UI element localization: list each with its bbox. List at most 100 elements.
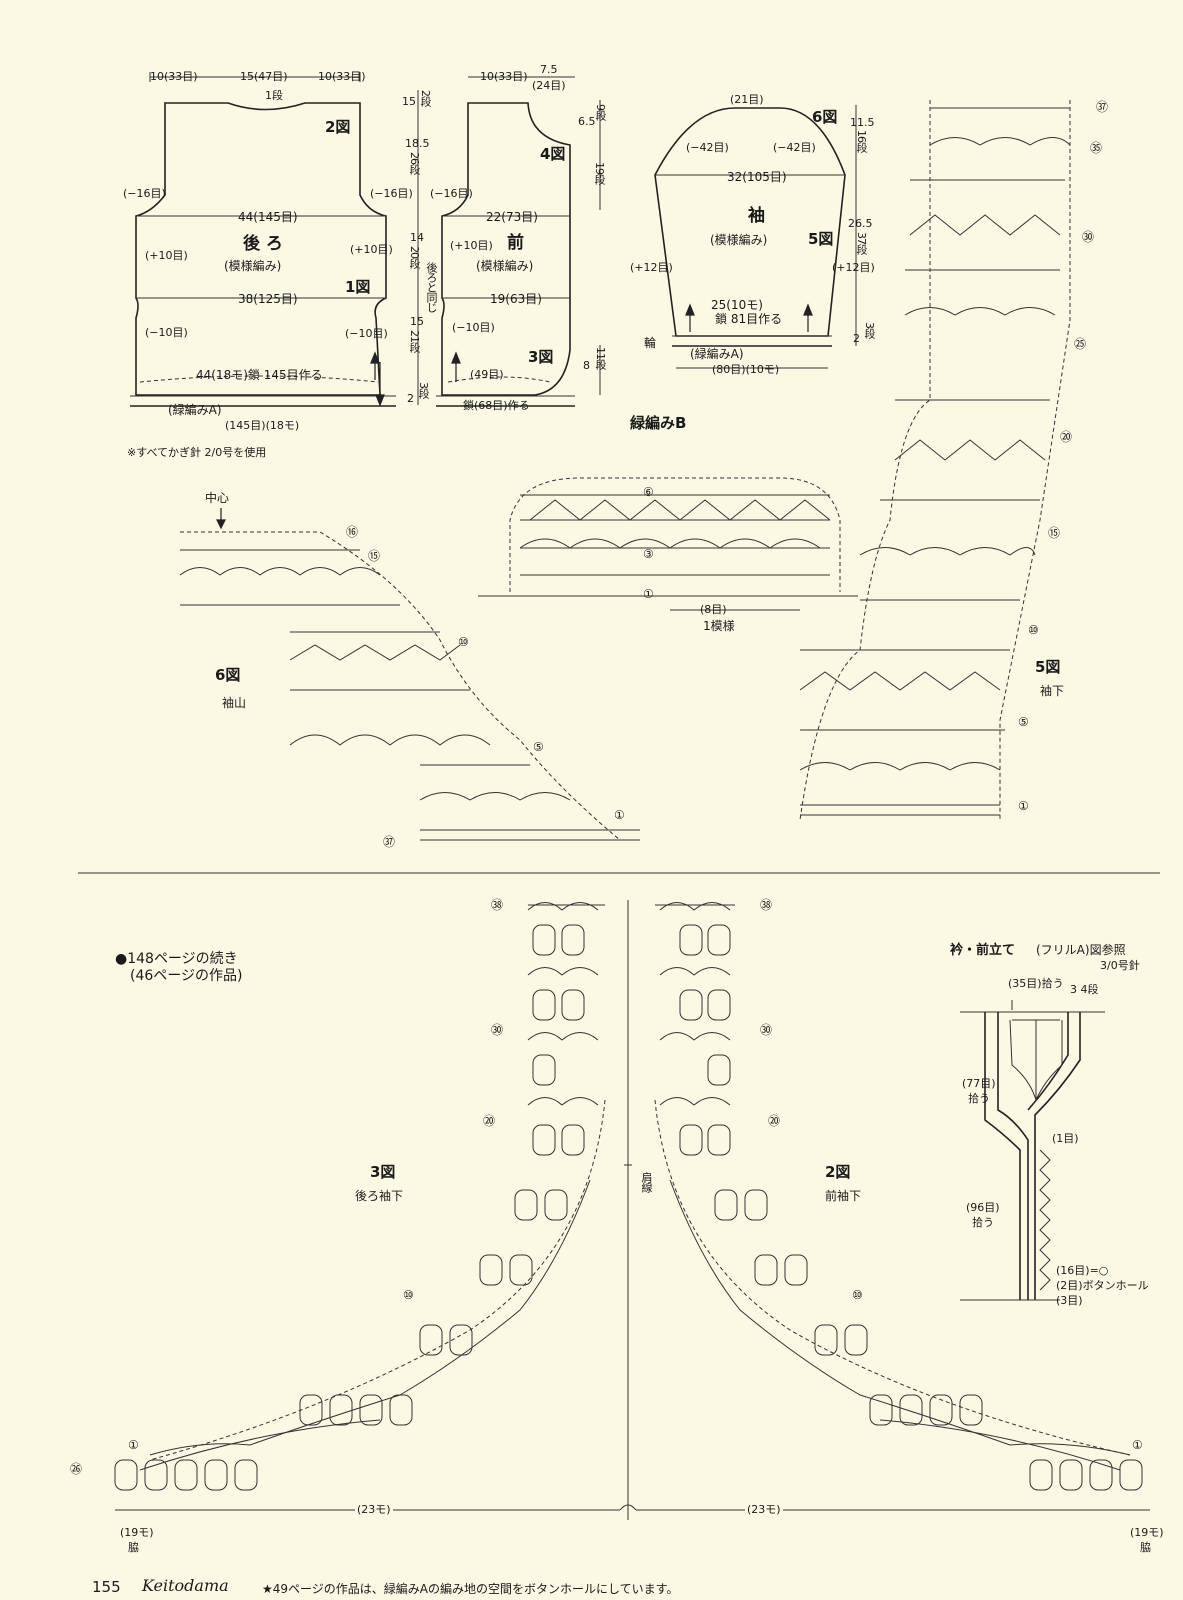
sleeve-v-2-rows: 3段 xyxy=(863,322,876,338)
back-top-width-left: 10(33目) xyxy=(150,70,198,83)
front-dec-left: (−16目) xyxy=(430,187,473,200)
sleeve-v-115: 11.5 xyxy=(850,116,875,129)
left-width-label: (23モ) xyxy=(355,1503,393,1516)
collar-title: 衿・前立て xyxy=(950,943,1016,958)
front-cast-on: 鎖(68目)作る xyxy=(463,399,530,412)
right-side-label: 脇 xyxy=(1140,1541,1151,1554)
sleeve-top: (21目) xyxy=(730,93,764,106)
back-pattern: (模様編み) xyxy=(224,259,282,273)
brand-logo: Keitodama xyxy=(142,1576,229,1595)
front-v-8: 8 xyxy=(583,359,590,372)
border-b-row-3: ③ xyxy=(643,547,654,561)
front-pattern: (模様編み) xyxy=(476,259,534,273)
sleeve-edge: (緑編みA) xyxy=(690,347,744,361)
sleeve-title: 袖 xyxy=(748,206,765,226)
right-caption: 前袖下 xyxy=(825,1189,862,1203)
sleeve-cast-on: 鎖 81目作る xyxy=(715,312,783,326)
border-b-row-6: ⑥ xyxy=(643,485,654,499)
fig6-row-10: ⑩ xyxy=(458,635,469,649)
front-title: 前 xyxy=(507,233,524,253)
v-dim-top-rows: 2段 xyxy=(419,90,432,106)
back-fig-number: 2図 xyxy=(325,118,351,136)
left-side-sts: (19モ) xyxy=(120,1526,154,1539)
collar-pick-77b: 拾う xyxy=(968,1092,990,1105)
right-row-10: ⑩ xyxy=(852,1288,863,1302)
left-row-26: ㉖ xyxy=(70,1462,83,1476)
fig5-row-25: ㉕ xyxy=(1074,337,1087,351)
collar-ref: (フリルA)図参照 xyxy=(1036,943,1126,957)
back-width-1: 44(145目) xyxy=(238,210,298,224)
fig5-row-15: ⑮ xyxy=(1048,526,1061,540)
fig2-front-underarm-chart xyxy=(654,902,1143,1491)
fig5-caption: 袖下 xyxy=(1040,684,1065,698)
front-edge-sts: (49目) xyxy=(470,368,504,381)
sleeve-v-115-rows: 16段 xyxy=(855,130,868,152)
back-piece-outline xyxy=(130,102,396,407)
sleeve-v-265-rows: 37段 xyxy=(855,232,868,254)
v-dim-14-rows: 20段 xyxy=(408,246,421,268)
front-top-width: 10(33目) xyxy=(480,70,528,83)
sleeve-fig6: 6図 xyxy=(812,108,838,126)
front-fig3: 3図 xyxy=(528,348,554,366)
collar-st-3: (3目) xyxy=(1056,1294,1083,1307)
fig5-row-37: ㊲ xyxy=(1096,100,1109,114)
right-row-20: ⑳ xyxy=(768,1114,781,1128)
fig5-row-30: ㉚ xyxy=(1082,230,1095,244)
collar-pick-77: (77目) xyxy=(962,1077,996,1090)
collar-pick-96b: 拾う xyxy=(972,1216,994,1229)
fig5-row-35: ㉟ xyxy=(1090,141,1103,155)
fig6-row-5: ⑤ xyxy=(533,740,544,754)
back-inc-right: (+10目) xyxy=(350,243,393,256)
collar-pick-96: (96目) xyxy=(966,1201,1000,1214)
front-inc-left: (+10目) xyxy=(450,239,493,252)
sleeve-v-2: 2 xyxy=(853,332,860,345)
left-row-1: ① xyxy=(128,1438,139,1452)
front-width-2: 19(63目) xyxy=(490,292,542,306)
collar-pick-35: (35目)拾う xyxy=(1008,977,1064,990)
sleeve-width-1: 32(105目) xyxy=(727,170,787,184)
sleeve-inc-left: (+12目) xyxy=(630,261,673,274)
border-b-repeat-sts: (8目) xyxy=(700,603,727,616)
sleeve-dec-left: (−42目) xyxy=(686,141,729,154)
v-dim-15-rows: 21段 xyxy=(408,330,421,352)
sleeve-fig5: 5図 xyxy=(808,230,834,248)
needle-note: ※すべてかぎ針 2/0号を使用 xyxy=(127,446,267,459)
back-top-width-right: 10(33目) xyxy=(318,70,366,83)
left-row-20: ⑳ xyxy=(483,1114,496,1128)
left-row-38: ㊳ xyxy=(491,898,504,912)
v-dim-2: 2 xyxy=(407,392,414,405)
sleeve-bottom: (80目)(10モ) xyxy=(712,363,780,376)
collar-needle: 3/0号針 xyxy=(1100,959,1140,972)
v-dim-185-rows: 26段 xyxy=(408,152,421,174)
back-title: 後 ろ xyxy=(243,234,283,254)
sleeve-width-2: 25(10モ) xyxy=(711,298,763,312)
right-width-label: (23モ) xyxy=(745,1503,783,1516)
back-top-width-center: 15(47目) xyxy=(240,70,288,83)
collar-diagram xyxy=(960,1000,1105,1301)
sleeve-dec-right: (−42目) xyxy=(773,141,816,154)
front-neck-width: 7.5 xyxy=(540,63,558,76)
fig6-chart xyxy=(179,508,640,841)
back-fig1: 1図 xyxy=(345,278,371,296)
sleeve-ring: 輪 xyxy=(644,336,657,350)
border-b-chart xyxy=(478,477,858,611)
sleeve-piece-outline xyxy=(654,107,846,347)
page-number: 155 xyxy=(92,1578,121,1596)
back-bottom-count: (145目)(18モ) xyxy=(225,419,300,432)
shoulder-line-label: 肩線 xyxy=(640,1172,653,1192)
fig6-number: 6図 xyxy=(215,666,241,684)
fig5-row-1: ① xyxy=(1018,799,1029,813)
front-neck-sts: (24目) xyxy=(532,79,566,92)
border-b-title: 緑編みB xyxy=(630,414,687,432)
continuation-line-2: (46ページの作品) xyxy=(130,968,243,984)
left-fig-number: 3図 xyxy=(370,1163,396,1181)
fig6-row-1: ① xyxy=(614,808,625,822)
front-v-65: 6.5 xyxy=(578,115,596,128)
fig5-chart xyxy=(799,100,1071,821)
v-dim-14: 14 xyxy=(410,231,424,244)
sleeve-inc-right: (+12目) xyxy=(832,261,875,274)
back-dec-left-2: (−10目) xyxy=(145,326,188,339)
front-dec-left-2: (−10目) xyxy=(452,321,495,334)
v-dim-15: 15 xyxy=(410,315,424,328)
